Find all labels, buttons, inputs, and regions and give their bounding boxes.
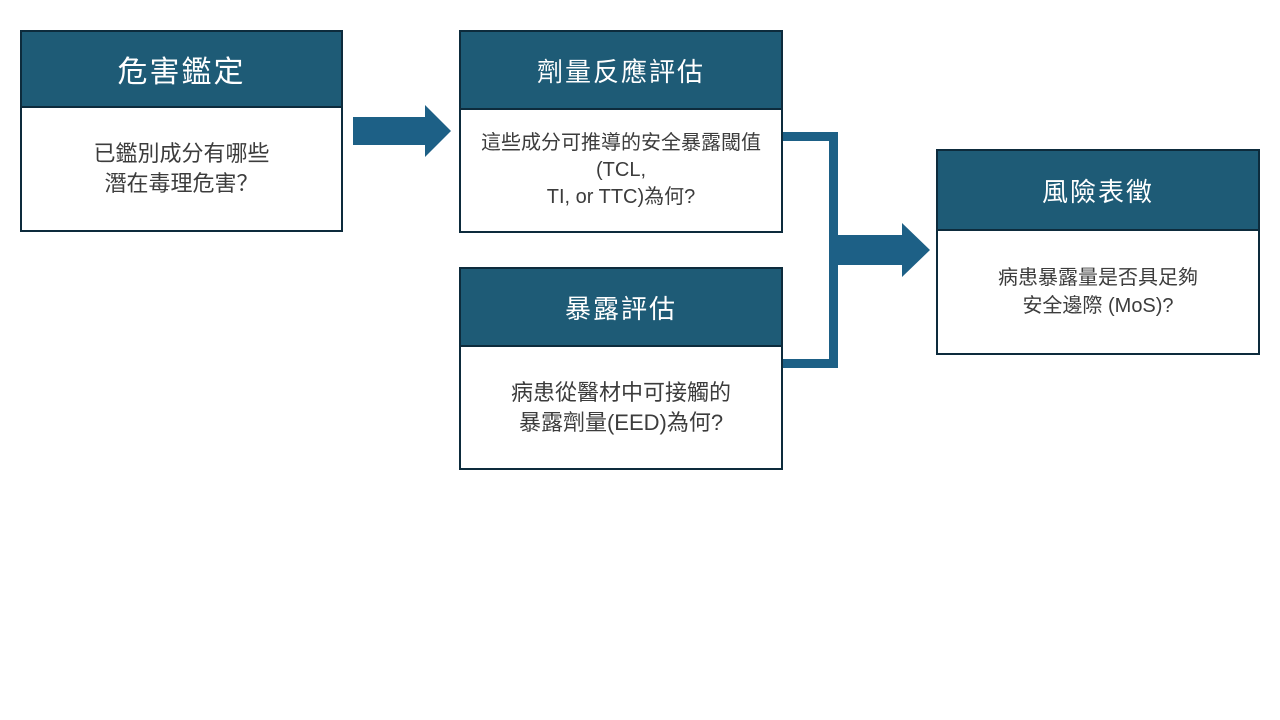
merge-connector-bottom-bar: [783, 359, 838, 368]
box-dose-response-assessment-title: 劑量反應評估: [461, 32, 781, 110]
merge-connector-vertical-bar: [829, 132, 838, 368]
body-line: 這些成分可推導的安全暴露閾值(TCL,: [481, 132, 761, 181]
box-hazard-identification-title: 危害鑑定: [22, 32, 341, 108]
arrow-shaft: [838, 235, 903, 265]
body-line: 病患暴露量是否具足夠: [998, 267, 1198, 289]
box-dose-response-assessment-body: 這些成分可推導的安全暴露閾值(TCL, TI, or TTC)為何?: [461, 110, 781, 231]
body-line: 安全邊際 (MoS)?: [1022, 295, 1174, 317]
arrow-right-icon: [902, 223, 930, 277]
body-line: 暴露劑量(EED)為何?: [518, 409, 724, 435]
box-hazard-identification: 危害鑑定 已鑑別成分有哪些 潛在毒理危害？: [20, 30, 343, 232]
box-exposure-assessment-title: 暴露評估: [461, 269, 781, 347]
box-exposure-assessment-body: 病患從醫材中可接觸的 暴露劑量(EED)為何?: [461, 347, 781, 468]
arrow-right-icon: [425, 105, 451, 157]
box-risk-characterization-title: 風險表徵: [938, 151, 1258, 231]
box-exposure-assessment: 暴露評估 病患從醫材中可接觸的 暴露劑量(EED)為何?: [459, 267, 783, 470]
box-hazard-identification-body: 已鑑別成分有哪些 潛在毒理危害？: [22, 108, 341, 230]
arrow-shaft: [353, 117, 426, 145]
body-line: 病患從醫材中可接觸的: [510, 379, 731, 405]
merge-connector-top-bar: [783, 132, 838, 141]
box-risk-characterization-body: 病患暴露量是否具足夠 安全邊際 (MoS)?: [938, 231, 1258, 353]
box-dose-response-assessment: 劑量反應評估 這些成分可推導的安全暴露閾值(TCL, TI, or TTC)為何…: [459, 30, 783, 233]
body-line: TI, or TTC)為何?: [546, 186, 696, 208]
body-line: 潛在毒理危害？: [104, 171, 259, 196]
body-line: 已鑑別成分有哪些: [93, 141, 270, 166]
box-risk-characterization: 風險表徵 病患暴露量是否具足夠 安全邊際 (MoS)?: [936, 149, 1260, 355]
